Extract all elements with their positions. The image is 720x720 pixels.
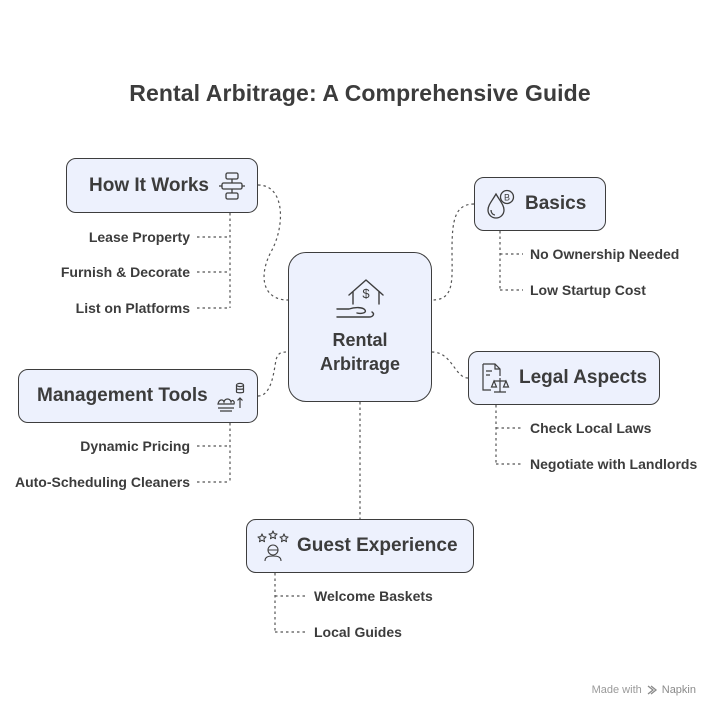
branch-legal-aspects: Legal Aspects bbox=[468, 351, 660, 405]
guest-rating-stars-icon bbox=[257, 530, 289, 562]
bitcoin-drop-icon: B bbox=[487, 189, 515, 219]
leaf-furnish-decorate: Furnish & Decorate bbox=[60, 264, 190, 280]
leaf-lease-property: Lease Property bbox=[88, 229, 190, 245]
central-label: Rental Arbitrage bbox=[319, 330, 400, 374]
svg-text:$: $ bbox=[362, 286, 370, 301]
connector-how-it-works bbox=[257, 184, 289, 301]
made-with-napkin[interactable]: Made with Napkin bbox=[592, 684, 696, 696]
made-with-label: Made with bbox=[591, 684, 642, 696]
leaf-check-local-laws: Check Local Laws bbox=[530, 420, 652, 436]
branch-management-tools: Management Tools bbox=[18, 369, 258, 423]
leaf-low-startup-cost: Low Startup Cost bbox=[530, 282, 646, 298]
branch-label-basics: Basics bbox=[525, 193, 587, 214]
legal-document-scale-icon bbox=[482, 363, 510, 393]
branch-label-legal-aspects: Legal Aspects bbox=[519, 367, 648, 388]
branch-label-management-tools: Management Tools bbox=[37, 385, 208, 406]
leaf-local-guides: Local Guides bbox=[314, 624, 402, 640]
leaf-no-ownership-needed: No Ownership Needed bbox=[530, 246, 680, 262]
napkin-logo-icon bbox=[647, 685, 657, 695]
connector-basics bbox=[431, 203, 475, 301]
leaf-auto-scheduling-cleaners: Auto-Scheduling Cleaners bbox=[14, 474, 190, 490]
flowchart-icon bbox=[219, 171, 245, 200]
branch-label-guest-experience: Guest Experience bbox=[297, 535, 458, 556]
leaf-dynamic-pricing: Dynamic Pricing bbox=[80, 438, 190, 454]
branch-label-how-it-works: How It Works bbox=[89, 174, 209, 196]
branch-guest-experience: Guest Experience bbox=[246, 519, 474, 573]
diagram-title: Rental Arbitrage: A Comprehensive Guide bbox=[129, 80, 591, 106]
branch-basics: B Basics bbox=[474, 177, 606, 231]
connector-management-tools bbox=[257, 351, 289, 397]
house-hand-dollar-icon: $ bbox=[336, 279, 384, 318]
napkin-brand: Napkin bbox=[661, 684, 696, 696]
leaf-welcome-baskets: Welcome Baskets bbox=[314, 588, 433, 604]
central-node: $ Rental Arbitrage bbox=[288, 252, 432, 402]
cleaning-schedule-icon bbox=[216, 382, 244, 412]
connector-legal-aspects bbox=[431, 351, 469, 379]
branch-how-it-works: How It Works bbox=[66, 158, 258, 213]
leaf-negotiate-with-landlords: Negotiate with Landlords bbox=[530, 456, 698, 472]
svg-text:B: B bbox=[504, 193, 510, 203]
leaf-list-on-platforms: List on Platforms bbox=[75, 300, 190, 316]
